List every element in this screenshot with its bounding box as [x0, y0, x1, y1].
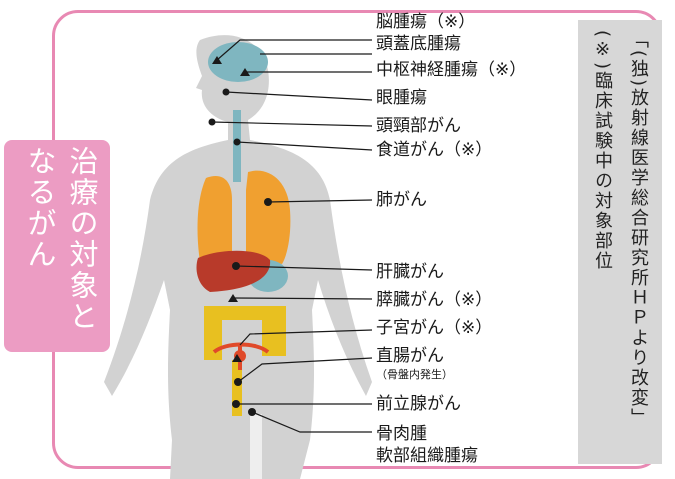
target-cancer-tag-line1: 治療の対象と: [65, 146, 99, 332]
label-pancreatic-cancer: 膵臓がん（※）: [376, 290, 493, 310]
label-osteosarcoma: 骨肉腫: [376, 424, 427, 444]
label-cns-tumor: 中枢神経腫瘍（※）: [376, 60, 527, 80]
label-pelvic-origin: （骨盤内発生）: [376, 368, 453, 381]
label-head-neck-cancer: 頭頸部がん: [376, 116, 461, 136]
target-cancer-tag-line2: なるがん: [23, 146, 57, 270]
label-liver-cancer: 肝臓がん: [376, 262, 444, 282]
label-eye-tumor: 眼腫瘍: [376, 88, 427, 108]
label-lung-cancer: 肺がん: [376, 190, 427, 210]
esophagus: [233, 110, 241, 182]
rectum: [232, 360, 242, 416]
target-cancer-tag: 治療の対象と なるがん: [4, 140, 110, 352]
label-esophageal-cancer: 食道がん（※）: [376, 140, 493, 160]
label-soft-tissue-tumor: 軟部組織腫瘍: [376, 446, 478, 466]
lung-left: [197, 176, 232, 262]
source-citation: 「(独)放射線医学総合研究所ＨＰより改変」: [628, 30, 649, 429]
label-uterine-cancer: 子宮がん（※）: [376, 318, 493, 338]
source-note: 「(独)放射線医学総合研究所ＨＰより改変」 (※)臨床試験中の対象部位: [578, 20, 662, 464]
liver: [196, 250, 271, 292]
intestine: [204, 306, 286, 360]
clinical-trial-note: (※)臨床試験中の対象部位: [592, 30, 613, 272]
leader-lines: [211, 39, 373, 433]
label-prostate-cancer: 前立腺がん: [376, 394, 461, 414]
label-brain-tumor: 脳腫瘍（※）: [376, 12, 476, 32]
lung-right: [246, 170, 291, 264]
leg-bone: [250, 414, 262, 479]
label-skull-base-tumor: 頭蓋底腫瘍: [376, 34, 461, 54]
label-rectal-cancer: 直腸がん: [376, 346, 444, 366]
